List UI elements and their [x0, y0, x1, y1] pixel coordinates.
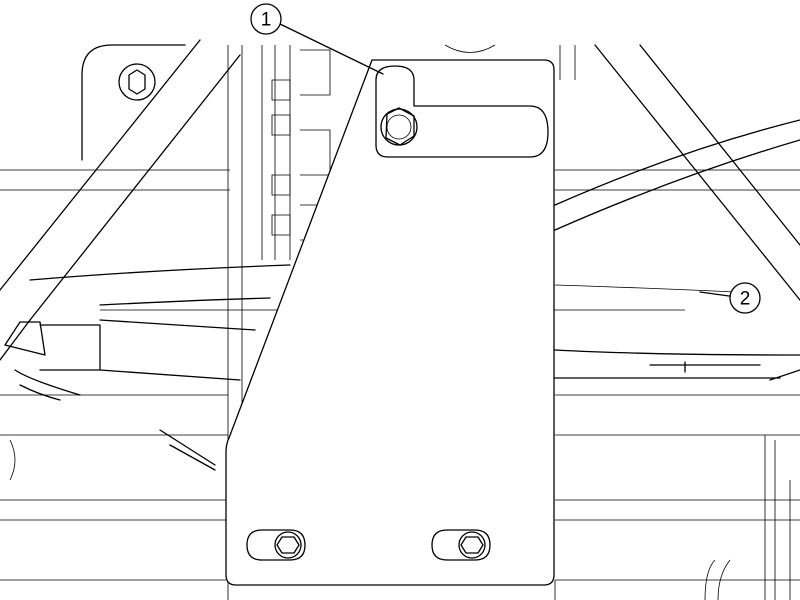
callout-1: 1: [250, 3, 384, 75]
lower-right-slot: [431, 529, 491, 561]
callout-2-label: 2: [740, 289, 751, 310]
mounting-bracket: [225, 59, 555, 586]
callout-1-label: 1: [261, 10, 272, 31]
callout-2: 2: [699, 282, 761, 314]
lower-left-slot: [246, 529, 306, 561]
hex-bolt-icon: [380, 107, 418, 146]
background-frame: [0, 39, 800, 600]
